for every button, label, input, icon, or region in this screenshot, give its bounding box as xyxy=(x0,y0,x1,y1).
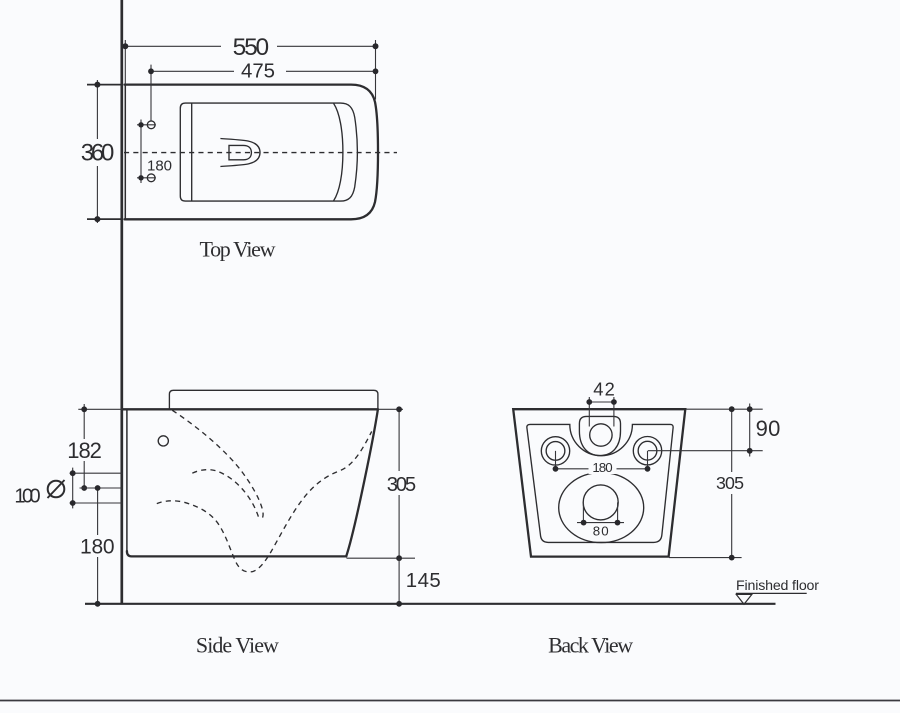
svg-text:90: 90 xyxy=(756,416,781,441)
svg-text:360: 360 xyxy=(81,140,115,167)
svg-text:475: 475 xyxy=(241,60,275,82)
svg-text:100: 100 xyxy=(14,486,40,508)
svg-text:305: 305 xyxy=(387,474,416,496)
svg-text:550: 550 xyxy=(233,34,270,61)
svg-text:Back View: Back View xyxy=(548,633,633,658)
svg-text:182: 182 xyxy=(67,438,102,463)
svg-text:42: 42 xyxy=(593,379,615,400)
svg-text:180: 180 xyxy=(147,158,172,175)
svg-text:Side View: Side View xyxy=(196,633,279,658)
svg-text:305: 305 xyxy=(716,473,744,493)
svg-text:180: 180 xyxy=(80,536,115,559)
svg-text:145: 145 xyxy=(406,570,441,592)
svg-text:80: 80 xyxy=(593,524,609,539)
svg-text:180: 180 xyxy=(592,460,612,475)
svg-text:Finished floor: Finished floor xyxy=(736,578,819,594)
svg-text:Top View: Top View xyxy=(200,237,276,262)
